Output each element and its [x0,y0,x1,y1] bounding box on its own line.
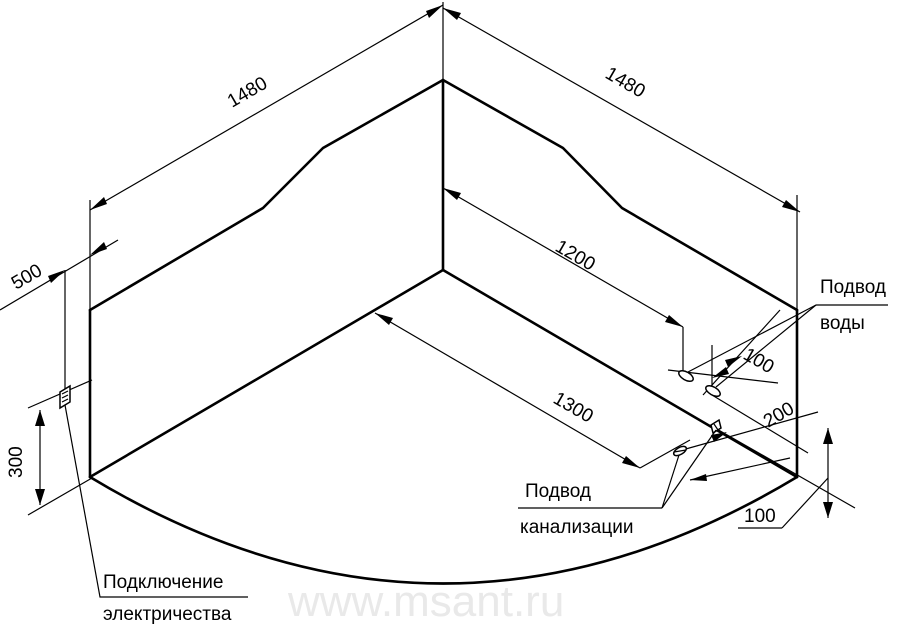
dimension-inner-back: 1200 [442,187,713,385]
water-supply-label-1: Подвод [820,277,886,298]
water-supply-icon [678,369,721,398]
electric-label-1: Подключение [103,572,223,593]
electric-callout: Подключение электричества [64,404,248,625]
dimension-electric-height-label: 300 [6,446,27,478]
bathtub-outline [88,78,799,585]
electric-label-2: электричества [103,604,232,625]
drain-label-1: Подвод [525,481,591,502]
drain-label-2: канализации [520,517,633,538]
dimension-left-width: 1480 [89,2,444,310]
dimension-electric-offset-label: 500 [8,260,46,294]
water-supply-callout: Подвод воды [687,277,888,388]
dimension-right-width-label: 1480 [602,63,649,102]
dimension-electric-offset: 500 [0,239,119,395]
dimension-drain-height-label: 100 [744,506,776,527]
drain-callout: Подвод канализации [518,429,717,538]
dimension-inner-diagonal: 1300 [374,312,691,469]
dimension-inner-back-label: 1200 [552,236,599,275]
drain-icon [672,418,722,457]
dimension-right-width: 1480 [442,7,801,310]
dimension-left-width-label: 1480 [224,73,271,112]
dimension-drain-height: 100 [738,428,833,529]
dimension-electric-height: 300 [6,379,93,516]
watermark: www.msant.ru [287,577,564,626]
dimension-inner-diagonal-label: 1300 [550,388,597,427]
water-supply-label-2: воды [820,313,865,334]
electric-socket-icon [59,384,71,410]
